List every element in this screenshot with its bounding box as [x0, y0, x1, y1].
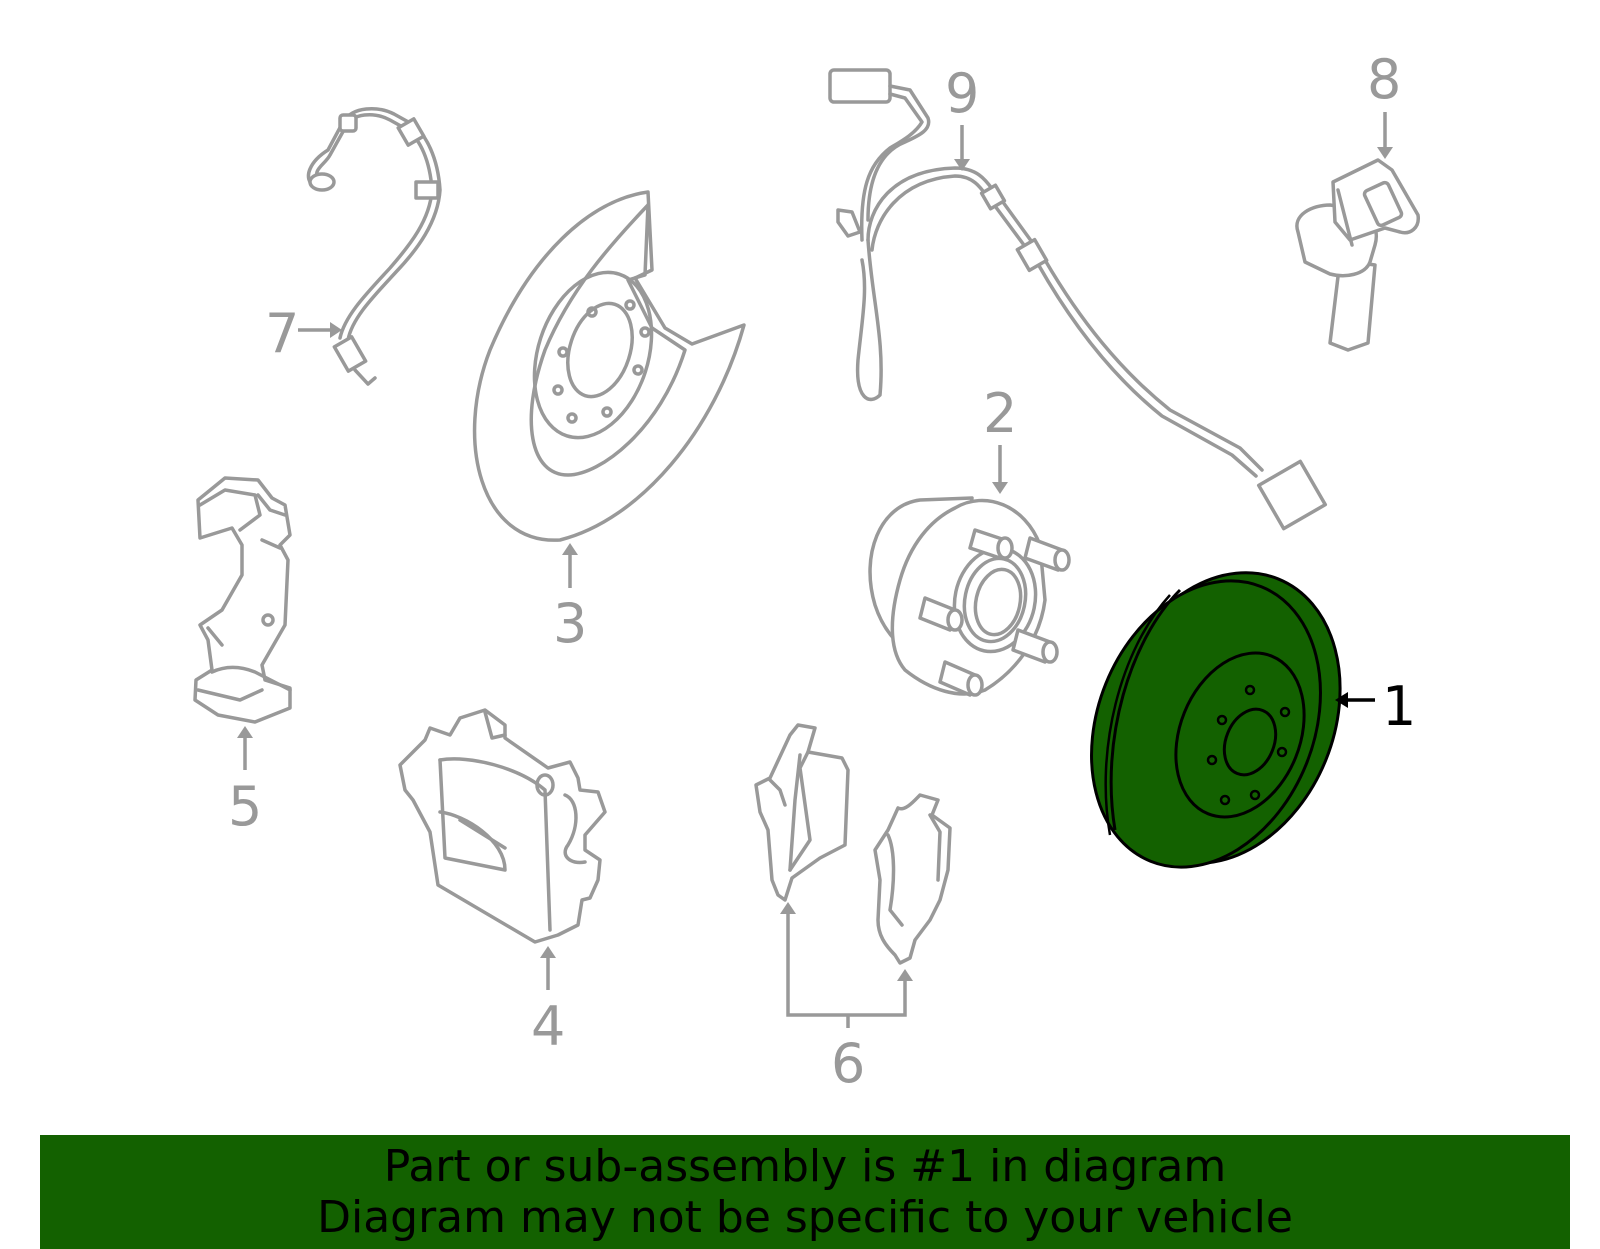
callout-5: 5 — [228, 775, 262, 838]
part-1-brake-rotor[interactable] — [1050, 537, 1382, 902]
part-5-caliper-bracket[interactable] — [193, 476, 292, 724]
callout-6: 6 — [831, 1032, 865, 1095]
callout-8: 8 — [1367, 48, 1401, 111]
callout-lines — [237, 112, 1393, 1028]
banner-line-1: Part or sub-assembly is #1 in diagram — [383, 1141, 1227, 1192]
info-banner: Part or sub-assembly is #1 in diagram Di… — [40, 1135, 1570, 1249]
callout-numbers: 1 2 3 4 5 6 7 8 9 — [228, 48, 1416, 1095]
part-6-brake-pads[interactable] — [754, 723, 952, 965]
banner-line-2: Diagram may not be specific to your vehi… — [317, 1192, 1293, 1243]
part-3-dust-shield[interactable] — [472, 190, 746, 542]
callout-7: 7 — [265, 302, 299, 365]
callout-9: 9 — [945, 62, 979, 125]
part-7-brake-hose[interactable] — [306, 107, 442, 386]
callout-2: 2 — [983, 382, 1017, 445]
callout-3: 3 — [553, 592, 587, 655]
part-8-speed-sensor[interactable] — [1295, 158, 1420, 352]
callout-4: 4 — [531, 995, 565, 1058]
part-9-abs-sensor[interactable] — [828, 68, 1328, 531]
part-2-hub[interactable] — [868, 496, 1071, 697]
callout-1: 1 — [1382, 675, 1416, 738]
part-4-caliper[interactable] — [398, 708, 607, 944]
